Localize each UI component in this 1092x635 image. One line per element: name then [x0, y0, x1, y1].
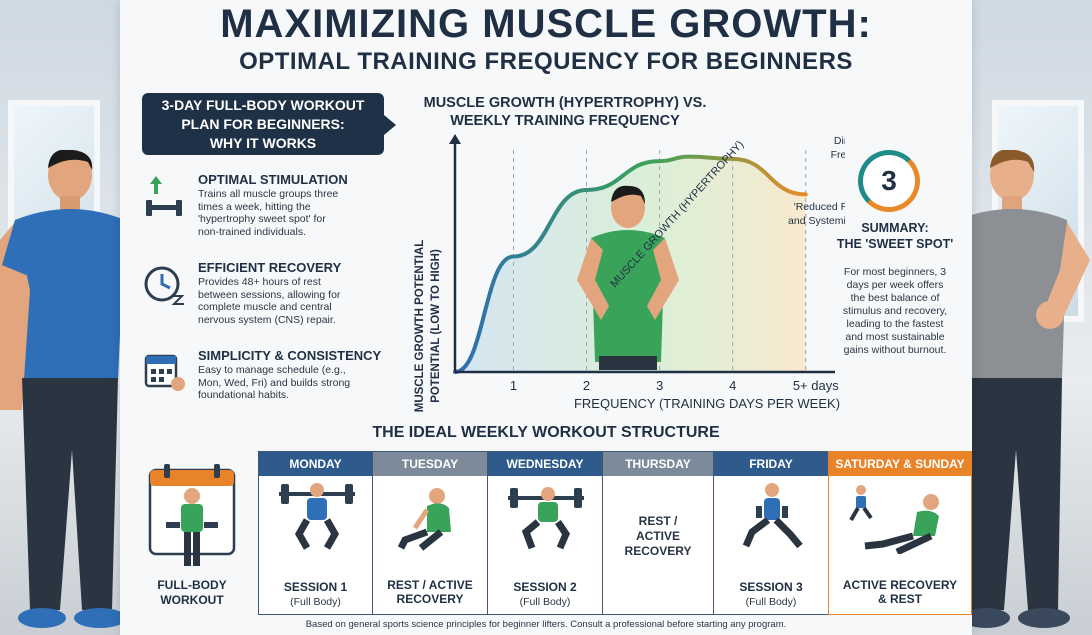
weekly-structure-table: MONDAY SESSION 1 (Full Body) TUESDAY RES…: [258, 451, 972, 616]
lunge-person-icon: [742, 483, 803, 549]
day-wednesday: WEDNESDAY SESSION 2 (Full Body): [487, 451, 603, 615]
day-sublabel: (Full Body): [519, 596, 571, 608]
sweet-spot-badge: 3: [858, 150, 920, 212]
day-header: SATURDAY & SUNDAY: [829, 452, 971, 476]
frequency-chart: MUSCLE GROWTH POTENTIAL POTENTIAL (LOW T…: [414, 134, 845, 413]
x-tick-label: 1: [510, 378, 517, 393]
active-recovery-icon: [849, 485, 939, 554]
squat-barbell-icon: [279, 483, 355, 550]
day-label: SESSION 2: [513, 580, 577, 594]
page-title: MAXIMIZING MUSCLE GROWTH:: [220, 2, 872, 46]
annotation-diminished: Frequenc: [831, 149, 845, 161]
page-subtitle: OPTIMAL TRAINING FREQUENCY FOR BEGINNERS: [239, 48, 853, 75]
y-axis-label: MUSCLE GROWTH POTENTIAL: [414, 240, 426, 413]
squat-barbell-icon: [508, 487, 584, 550]
benefit-title: SIMPLICITY & CONSISTENCY: [198, 348, 382, 363]
athlete-center-illustration: [577, 185, 679, 370]
y-axis-label: POTENTIAL (LOW TO HIGH): [430, 249, 442, 403]
x-tick-label: 5+ days: [793, 378, 839, 393]
day-label: SESSION 3: [739, 580, 803, 594]
full-body-calendar-icon: [148, 464, 236, 566]
plan-heading-line: WHY IT WORKS: [209, 135, 317, 151]
footer-disclaimer: Based on general sports science principl…: [305, 619, 787, 630]
benefit-title: OPTIMAL STIMULATION: [198, 172, 348, 187]
day-header: TUESDAY: [373, 452, 487, 476]
calendar-check-icon: [144, 354, 185, 391]
x-axis-label: FREQUENCY (TRAINING DAYS PER WEEK): [574, 396, 840, 411]
benefit-efficient-recovery: EFFICIENT RECOVERY Provides 48+ hours of…: [142, 260, 392, 340]
growth-curve: [453, 154, 808, 374]
day-friday: FRIDAY SESSION 3 (Full Body): [713, 451, 829, 615]
day-header: FRIDAY: [714, 452, 828, 476]
day-header: MONDAY: [259, 452, 372, 476]
plan-heading-box: 3-DAY FULL-BODY WORKOUT PLAN FOR BEGINNE…: [142, 93, 396, 155]
resting-person-icon: [397, 488, 451, 551]
benefit-simplicity-consistency: SIMPLICITY & CONSISTENCY Easy to manage …: [142, 348, 392, 408]
day-header: THURSDAY: [603, 452, 713, 476]
day-label: ACTIVE RECOVERY & REST: [842, 578, 958, 606]
annotation-fatigue: 'Reduced Recovery: [794, 201, 845, 213]
x-tick-label: 4: [729, 378, 736, 393]
infographic-panel: MAXIMIZING MUSCLE GROWTH: OPTIMAL TRAINI…: [120, 0, 972, 635]
day-label: SESSION 1: [283, 580, 348, 594]
x-tick-label: 3: [656, 378, 663, 393]
day-weekend: SATURDAY & SUNDAY ACTIVE RECOVERY & REST: [828, 451, 972, 615]
benefit-title: EFFICIENT RECOVERY: [198, 260, 342, 275]
day-thursday: THURSDAY REST / ACTIVE RECOVERY: [602, 451, 714, 615]
benefit-description: Easy to manage schedule (e.g.,Mon, Wed, …: [198, 364, 351, 401]
y-axis-arrow: [449, 134, 461, 144]
day-label: REST / ACTIVE RECOVERY: [387, 578, 473, 606]
x-tick-label: 2: [583, 378, 590, 393]
structure-title: THE IDEAL WEEKLY WORKOUT STRUCTURE: [372, 424, 720, 441]
annotation-diminished: Dimilimed: [834, 135, 845, 147]
annotation-fatigue: and Systemic Fatigue': [788, 215, 845, 227]
x-ticks: 1 2 3 4 5+ days: [510, 378, 839, 393]
plan-heading-line: PLAN FOR BEGINNERS:: [181, 116, 345, 132]
day-monday: MONDAY SESSION 1 (Full Body): [258, 451, 373, 615]
clock-recovery-icon: [144, 266, 185, 305]
chart-title: MUSCLE GROWTH (HYPERTROPHY) VS. WEEKLY T…: [423, 95, 707, 129]
day-tuesday: TUESDAY REST / ACTIVE RECOVERY: [372, 451, 488, 615]
day-rest-label: REST / ACTIVE RECOVERY: [624, 514, 692, 558]
full-body-label: FULL-BODY WORKOUT: [157, 578, 227, 607]
plan-heading-line: 3-DAY FULL-BODY WORKOUT: [161, 97, 365, 113]
benefit-optimal-stimulation: OPTIMAL STIMULATION Trains all muscle gr…: [142, 172, 392, 252]
day-sublabel: (Full Body): [745, 596, 797, 608]
day-header: WEDNESDAY: [488, 452, 602, 476]
dumbbell-arrow-icon: [146, 176, 182, 216]
summary-title: SUMMARY: THE 'SWEET SPOT': [836, 221, 954, 251]
day-sublabel: (Full Body): [290, 596, 341, 608]
